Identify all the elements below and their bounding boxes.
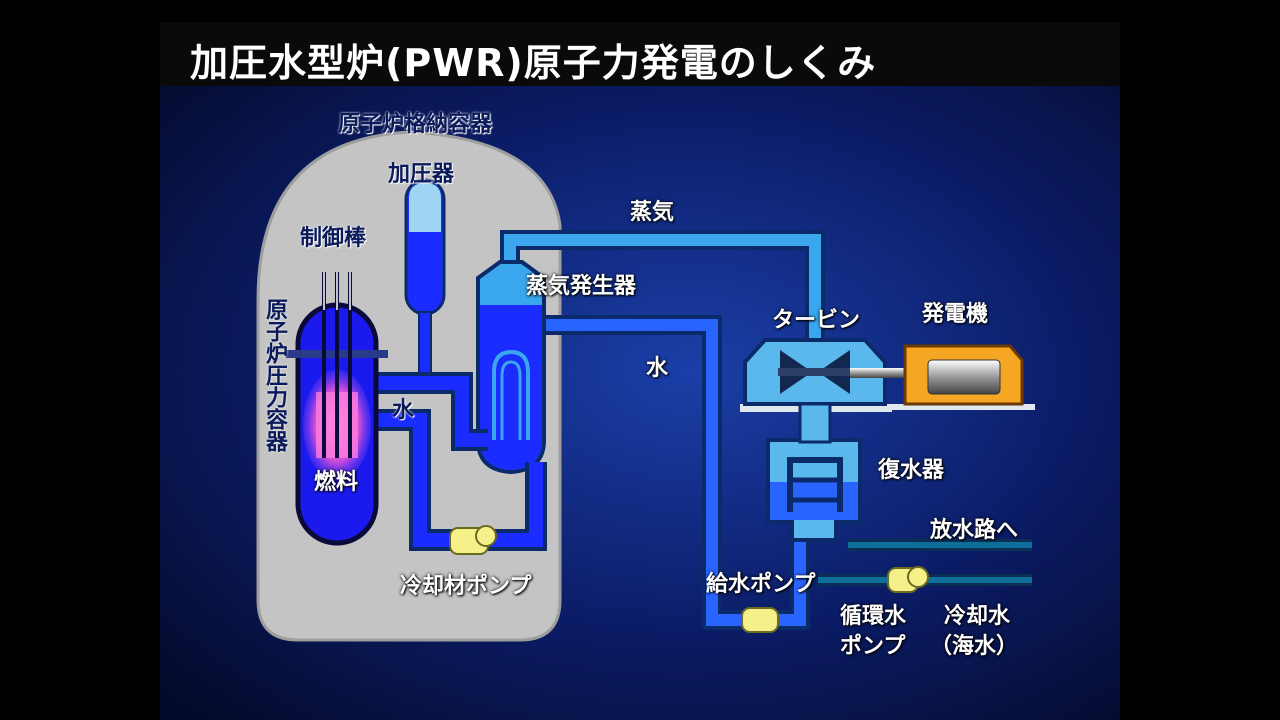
turbine-exhaust-duct — [798, 402, 832, 444]
label-water-primary: 水 — [392, 398, 415, 423]
steam-generator-tube-2 — [500, 360, 522, 440]
label-pressure-vessel: 原子炉圧力容器 — [262, 298, 287, 452]
label-cooling-water-1: 冷却水 — [944, 604, 1011, 629]
label-control-rods: 制御棒 — [300, 226, 367, 251]
label-condenser: 復水器 — [878, 458, 945, 483]
label-steam: 蒸気 — [630, 200, 675, 225]
turbine-floor — [880, 404, 1035, 410]
turbine-rotor-hub — [778, 368, 852, 376]
label-steam-generator: 蒸気発生器 — [526, 274, 637, 299]
turbine-shaft — [850, 368, 910, 378]
hot-leg — [372, 376, 488, 447]
steam-generator-tube-1 — [492, 349, 530, 440]
steam-generator-water — [480, 305, 542, 470]
label-fuel: 燃料 — [314, 470, 359, 495]
cold-leg — [372, 413, 543, 547]
title-bar — [160, 22, 1120, 86]
feedwater-pipe — [530, 319, 806, 626]
label-circ-pump-1: 循環水 — [840, 604, 907, 629]
feedwater-pump — [741, 607, 779, 633]
turbine-rotor — [778, 350, 852, 394]
pressurizer-steam — [409, 183, 441, 232]
page-title: 加圧水型炉(PWR)原子力発電のしくみ — [190, 41, 877, 85]
label-turbine: タービン — [772, 308, 861, 333]
generator-rotor — [927, 359, 1001, 395]
label-coolant-pump: 冷却材ポンプ — [400, 574, 532, 599]
label-cooling-water-2: （海水） — [930, 634, 1019, 659]
label-feed-pump: 給水ポンプ — [706, 572, 816, 597]
circulation-pump-head — [907, 566, 929, 588]
label-generator: 発電機 — [922, 302, 989, 327]
label-pressurizer: 加圧器 — [388, 162, 455, 187]
label-circ-pump-2: ポンプ — [840, 634, 906, 659]
label-water-secondary: 水 — [646, 356, 669, 381]
condenser-tubes — [787, 457, 843, 512]
control-rods — [322, 272, 352, 458]
label-containment: 原子炉格納容器 — [338, 112, 493, 137]
label-to-discharge: 放水路へ — [930, 518, 1019, 543]
coolant-pump-head — [475, 525, 497, 547]
